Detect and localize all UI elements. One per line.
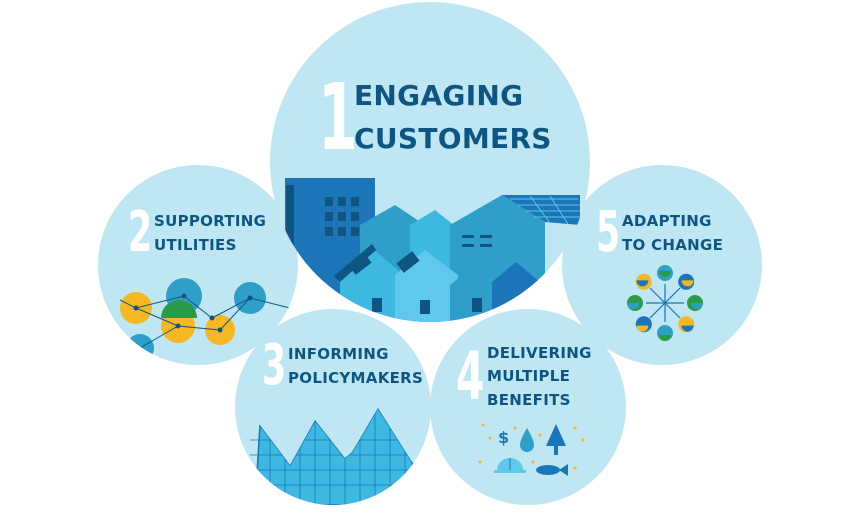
adaptation-petal-half	[636, 325, 649, 332]
adaptation-petal-half	[659, 271, 671, 277]
label-supporting-utilities: 2 SUPPORTING UTILITIES	[128, 205, 266, 261]
label-informing-policymakers: 3 INFORMING POLICYMAKERS	[262, 338, 423, 394]
item-title-line: TO CHANGE	[622, 236, 724, 254]
svg-text:$: $	[498, 428, 509, 447]
circle-delivering-benefits	[430, 309, 626, 505]
item-title-line: INFORMING	[288, 345, 389, 363]
adaptation-petal-half	[659, 335, 671, 341]
benefits-icons-icon: $	[478, 423, 585, 476]
item-title-line: DELIVERING	[487, 344, 592, 362]
adaptation-petal-half	[636, 280, 649, 287]
item-number: 3	[262, 333, 287, 398]
mountain-grid-chart-icon	[250, 400, 420, 505]
item-number: 5	[596, 200, 621, 265]
adaptation-petal-half	[681, 325, 694, 332]
item-title-line: MULTIPLE	[487, 367, 571, 386]
item-number: 1	[318, 64, 358, 171]
adaptation-petal-half	[681, 280, 694, 287]
label-adapting-to-change: 5 ADAPTING TO CHANGE	[596, 205, 723, 261]
item-title-line: POLICYMAKERS	[288, 369, 424, 387]
adaptation-petal-half	[691, 303, 703, 309]
item-title-line: ADAPTING	[622, 212, 712, 230]
item-title-line: BENEFITS	[487, 390, 571, 409]
label-delivering-benefits: 4 DELIVERING MULTIPLE BENEFITS	[456, 342, 592, 412]
item-title-line: UTILITIES	[154, 236, 237, 254]
item-title-line: ENGAGING	[354, 79, 524, 113]
item-title-line: CUSTOMERS	[354, 122, 552, 155]
item-number: 4	[456, 337, 485, 415]
adaptation-cycle-icon	[627, 265, 703, 341]
circle-adapting-to-change	[562, 165, 762, 365]
label-engaging-customers: 1 ENGAGING CUSTOMERS	[318, 72, 552, 164]
item-number: 2	[128, 200, 153, 265]
adaptation-petal-half	[627, 303, 639, 309]
item-title-line: SUPPORTING	[154, 212, 267, 230]
